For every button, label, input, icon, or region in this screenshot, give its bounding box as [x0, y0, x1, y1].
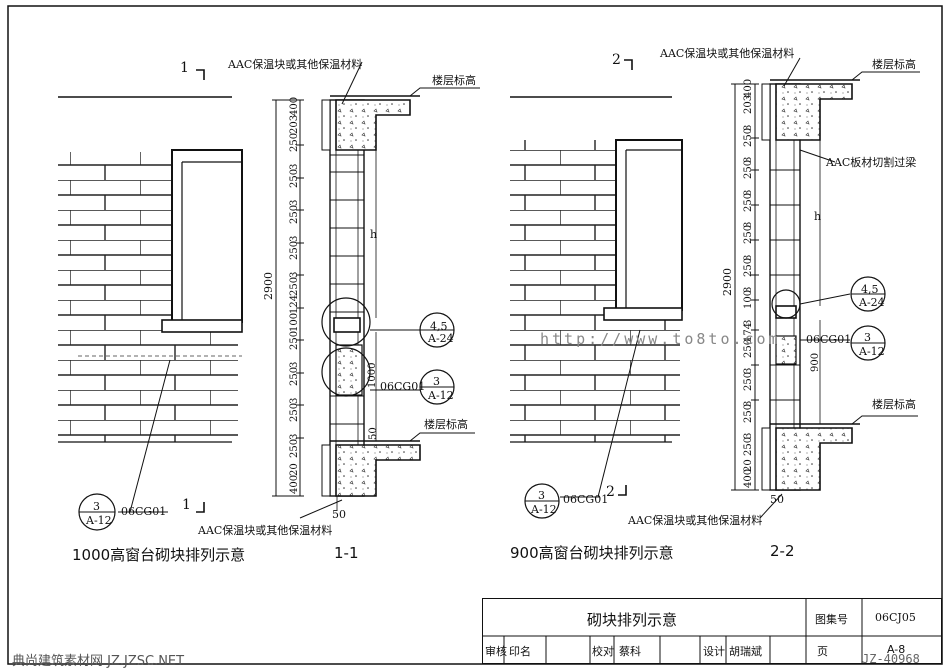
left-dim-6: 250 [289, 204, 300, 224]
diagram-title-left: 1000高窗台砌块排列示意 [72, 546, 246, 564]
section-id-left: 1-1 [334, 544, 359, 562]
watermark-footer: 典尚建筑素材网 JZ.JZSC.NET [12, 654, 185, 669]
right-dim-24: 400 [743, 468, 754, 488]
title-block: 砌块排列示意 图集号 06CJ05 审核 印名 校对 蔡科 设计 胡瑞斌 页 A… [482, 598, 942, 664]
atlas-label: 图集号 [815, 613, 848, 626]
floor-level-top-left: 楼层标高 [432, 74, 476, 87]
right-dim-5: 250 [743, 160, 754, 180]
bottom-dim-right: 50 [770, 493, 784, 506]
h-label-right: h [814, 210, 822, 223]
insul-label-bottom-right: AAC保温块或其他保温材料 [628, 514, 763, 527]
right-dim-13: 100 [743, 290, 754, 310]
sill-dim-right: 900 [810, 352, 821, 372]
total-dim-right: 2900 [721, 268, 734, 296]
ref-elev-top-right: 3 [538, 489, 545, 502]
top-beam-left [335, 99, 411, 151]
right-dim-20: 250 [743, 403, 754, 424]
ref-46-top-right: 4,5 [861, 283, 879, 296]
check-label: 校对 [592, 645, 614, 658]
floor-level-bottom-left: 楼层标高 [424, 418, 468, 431]
ref-46-bottom-right: A-24 [859, 296, 885, 309]
aac-cut-label: AAC板材切割过梁 [826, 156, 917, 169]
left-dim-11: 124 [289, 294, 300, 314]
sheet-border [7, 5, 943, 665]
left-dim-21: 400 [289, 474, 300, 494]
left-dim-1: 203 [289, 114, 300, 134]
design-name: 胡瑞斌 [729, 645, 762, 658]
left-dim-10: 250 [289, 276, 300, 296]
check-name: 蔡科 [619, 645, 641, 658]
right-dim-1: 203 [743, 95, 754, 115]
ref-elev-bottom-left: A-12 [86, 514, 112, 527]
cut-mark-top-right: 2 [612, 52, 621, 68]
ref-elev-label-right: 06CG01 [563, 493, 609, 506]
ref-cg-top-left: 3 [433, 375, 440, 388]
cut-mark-bottom-right: 2 [606, 484, 615, 500]
left-section [272, 61, 480, 519]
right-dim-3: 250 [743, 127, 754, 147]
left-dim-19: 250 [289, 438, 300, 458]
ref-elev-label-left: 06CG01 [121, 505, 167, 518]
left-dim-0: 400 [289, 96, 300, 116]
atlas-no: 06CJ05 [875, 611, 916, 624]
top-beam-right [775, 83, 853, 141]
insul-label-top-right: AAC保温块或其他保温材料 [660, 47, 795, 60]
right-dim-18: 250 [743, 371, 754, 391]
cut-mark-bottom-left: 1 [182, 497, 191, 513]
left-dim-17: 250 [289, 402, 300, 422]
detail-circle-upper-left [321, 297, 371, 347]
bottom-dim-left: 50 [332, 508, 346, 521]
insul-label-top-left: AAC保温块或其他保温材料 [228, 58, 363, 71]
left-dim-15: 250 [289, 366, 300, 386]
ref-46-top-left: 4,5 [430, 320, 448, 333]
right-dim-22: 250 [743, 436, 754, 456]
ref-elev-top-left: 3 [93, 500, 100, 513]
insul-label-bottom-left: AAC保温块或其他保温材料 [198, 524, 333, 537]
left-dim-4: 250 [289, 168, 300, 188]
cut-mark-top-left: 1 [180, 60, 189, 76]
detail-circle-lower-left [321, 347, 371, 397]
window-sill-left [161, 319, 243, 333]
review-label: 审核 [485, 645, 507, 658]
ref-cg-bottom-left: A-12 [428, 389, 454, 402]
floor-level-bottom-right: 楼层标高 [872, 398, 916, 411]
page-no: A-8 [887, 643, 906, 656]
ref-cg-bottom-right: A-12 [859, 345, 885, 358]
section-id-right: 2-2 [770, 542, 795, 560]
total-dim-left: 2900 [262, 272, 275, 300]
review-name: 印名 [509, 645, 531, 658]
left-dim-13: 250 [289, 330, 300, 350]
right-dim-11: 250 [743, 257, 754, 277]
bottom-beam-right [775, 427, 853, 491]
right-dim-9: 250 [743, 225, 754, 245]
ref-elev-bottom-right: A-12 [531, 503, 557, 516]
watermark-site: http://www.to8to.com [540, 330, 781, 348]
right-elevation [510, 59, 683, 519]
right-dim-left: 50 [368, 427, 379, 440]
left-dim-2: 250 [289, 132, 300, 152]
ref-46-bottom-left: A-24 [428, 332, 454, 345]
bottom-beam-left [335, 444, 421, 497]
left-dim-12: 100 [289, 312, 300, 332]
ref-cg-label-left: 06CG01 [380, 380, 426, 393]
ref-cg-label-right: 06CG01 [806, 333, 852, 346]
window-opening-right [615, 139, 683, 311]
ref-cg-top-right: 3 [864, 331, 871, 344]
page-label: 页 [817, 645, 828, 658]
watermark-code: JZ-40968 [862, 652, 920, 666]
window-opening-left [171, 149, 243, 323]
right-dim-7: 250 [743, 192, 754, 212]
h-label-left: h [370, 228, 378, 241]
window-sill-right [603, 307, 683, 321]
design-label: 设计 [703, 645, 725, 658]
sill-dim-left: 1000 [367, 362, 378, 388]
diagram-title-right: 900高窗台砌块排列示意 [510, 544, 674, 562]
floor-level-top-right: 楼层标高 [872, 58, 916, 71]
title-block-lines [482, 598, 942, 664]
sheet-title: 砌块排列示意 [587, 611, 678, 629]
right-section [731, 57, 920, 519]
left-dim-8: 250 [289, 240, 300, 260]
left-elevation [58, 69, 243, 531]
